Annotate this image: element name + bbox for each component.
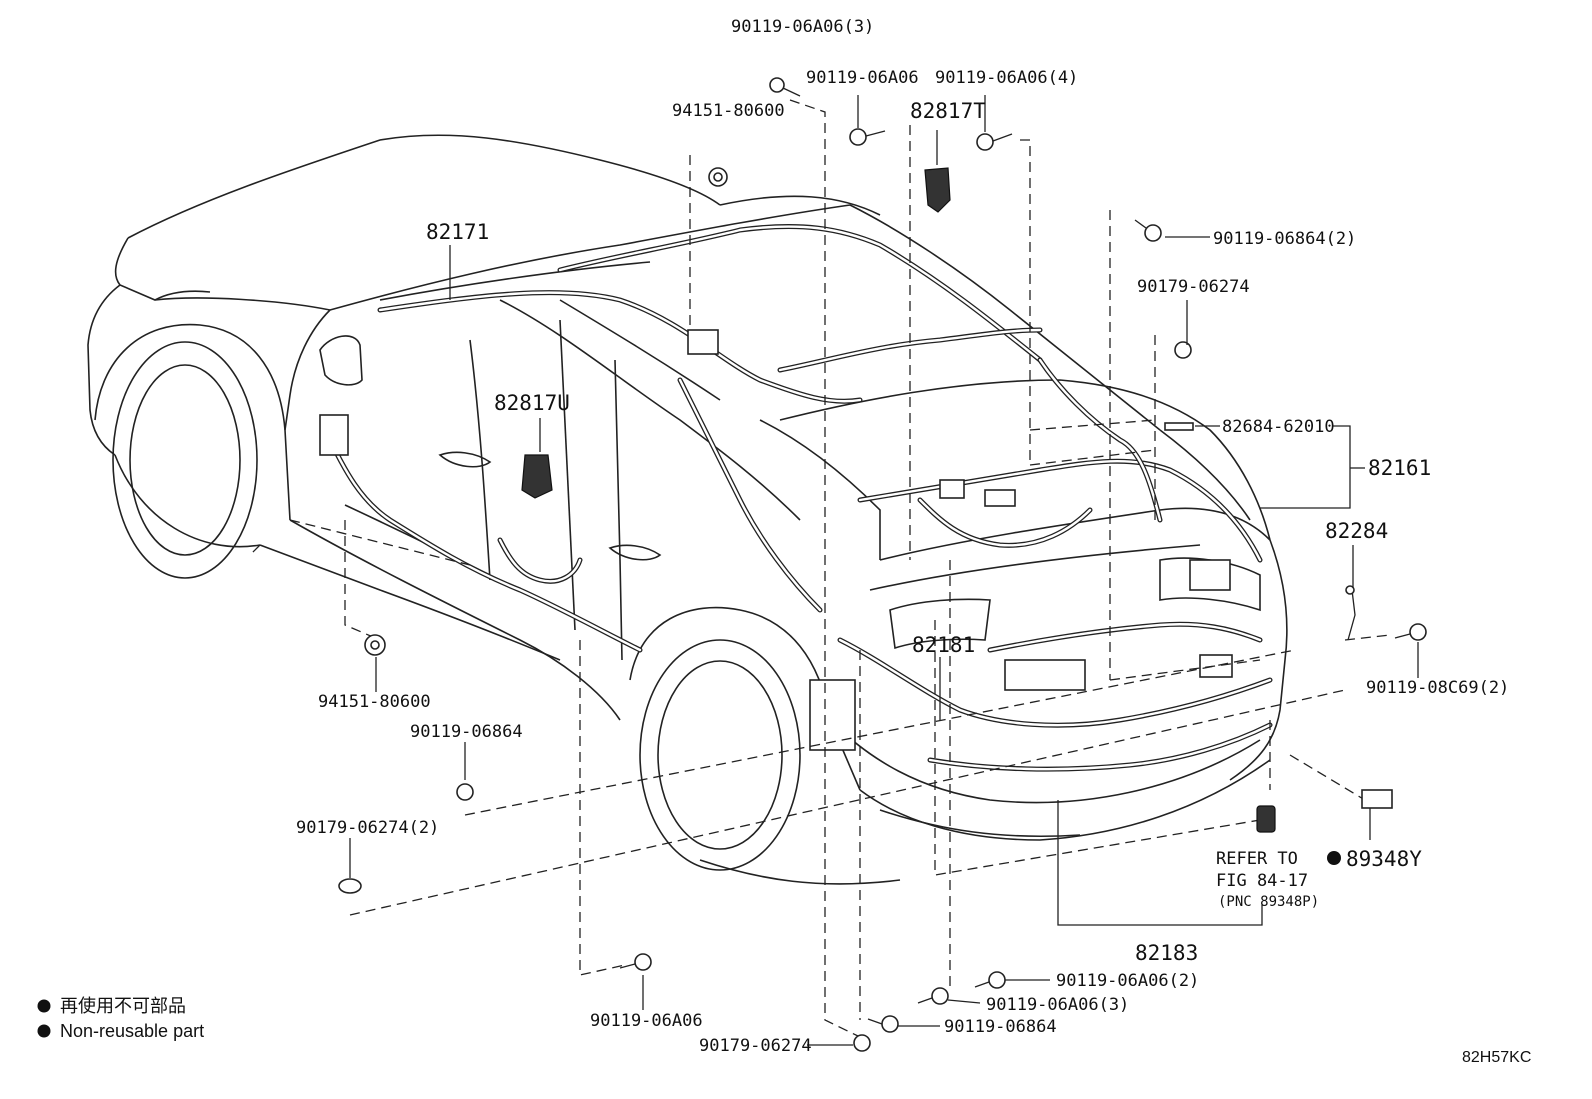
label-90119-06A06-bottom: 90119-06A06 (590, 1011, 703, 1031)
bolt-90119-06864-left-icon (456, 770, 474, 801)
clip-89348Y-icon (1361, 789, 1393, 809)
label-82171: 82171 (426, 220, 489, 244)
clip-82817T-icon (924, 167, 951, 213)
label-94151-80600-left: 94151-80600 (318, 692, 431, 712)
label-90119-06A06-2-bottom: 90119-06A06(2) (1056, 971, 1199, 991)
clip-82817U-icon (521, 454, 553, 499)
bolt-90119-06A06-3-top-icon (769, 77, 801, 97)
nut-94151-80600-left-icon (364, 634, 386, 656)
car-body-outline (87, 134, 1288, 885)
bolt-90119-06864-2-icon (1134, 219, 1162, 242)
label-89348Y: 89348Y (1346, 847, 1422, 871)
non-reusable-dot-icon (1327, 851, 1341, 865)
part-82684-62010-icon (1164, 422, 1194, 431)
label-82817T: 82817T (910, 99, 986, 123)
label-90179-06274-right: 90179-06274 (1137, 277, 1250, 297)
bolt-90119-06A06-2-bottom-icon (974, 971, 1006, 989)
legend: 再使用不可部品 Non-reusable part (37, 996, 204, 1041)
label-90179-06274-bottom: 90179-06274 (699, 1036, 812, 1056)
label-90119-06864-2: 90119-06864(2) (1213, 229, 1356, 249)
wire-harness-routes (319, 224, 1273, 772)
label-82284: 82284 (1325, 519, 1388, 543)
label-90119-06864-bottom: 90119-06864 (944, 1017, 1057, 1037)
label-90119-08C69-2: 90119-08C69(2) (1366, 678, 1509, 698)
bolt-90119-06A06-top-icon (849, 128, 886, 146)
part-labels: 90119-06A06(3) 90119-06A06 90119-06A06(4… (296, 17, 1509, 1056)
bolt-90119-06A06-bottom-icon (619, 953, 652, 971)
label-90119-06A06-3-bottom: 90119-06A06(3) (986, 995, 1129, 1015)
label-90119-06A06-3-top: 90119-06A06(3) (731, 17, 874, 37)
clip-90179-06274-2-icon (338, 878, 362, 894)
label-82684-62010: 82684-62010 (1222, 417, 1335, 437)
label-82161: 82161 (1368, 456, 1431, 480)
bolt-90119-06A06-4-icon (976, 133, 1013, 151)
dashed-locator-lines (249, 99, 1391, 1037)
label-82183: 82183 (1135, 941, 1198, 965)
bolt-90119-06A06-3-bottom-icon (917, 987, 949, 1005)
legend-dot-icon (37, 999, 51, 1013)
fasteners (338, 77, 1427, 1052)
bolt-90119-06864-bottom-icon (867, 1015, 899, 1033)
figure-code: 82H57KC (1462, 1049, 1531, 1066)
label-90119-06A06-top: 90119-06A06 (806, 68, 919, 88)
clip-90179-06274-right-icon (1174, 341, 1192, 359)
label-94151-80600-top: 94151-80600 (672, 101, 785, 121)
legend-english: Non-reusable part (60, 1021, 204, 1041)
sensor-82284-icon (1345, 585, 1356, 641)
label-82817U: 82817U (494, 391, 570, 415)
legend-japanese: 再使用不可部品 (60, 996, 186, 1016)
label-refer-to-line1: REFER TO (1216, 849, 1298, 869)
bolt-90119-08C69-2-icon (1394, 623, 1427, 641)
clip-90179-06274-bottom-icon (853, 1034, 871, 1052)
label-refer-to-line3: (PNC 89348P) (1218, 894, 1319, 910)
nut-94151-80600-top-icon (708, 167, 728, 187)
leader-lines (349, 95, 1419, 1046)
legend-dot-icon (37, 1024, 51, 1038)
label-82181: 82181 (912, 633, 975, 657)
label-refer-to-line2: FIG 84-17 (1216, 871, 1308, 891)
label-90119-06864-left: 90119-06864 (410, 722, 523, 742)
label-90119-06A06-4: 90119-06A06(4) (935, 68, 1078, 88)
label-90179-06274-2: 90179-06274(2) (296, 818, 439, 838)
part-89348P-icon (1256, 805, 1276, 833)
